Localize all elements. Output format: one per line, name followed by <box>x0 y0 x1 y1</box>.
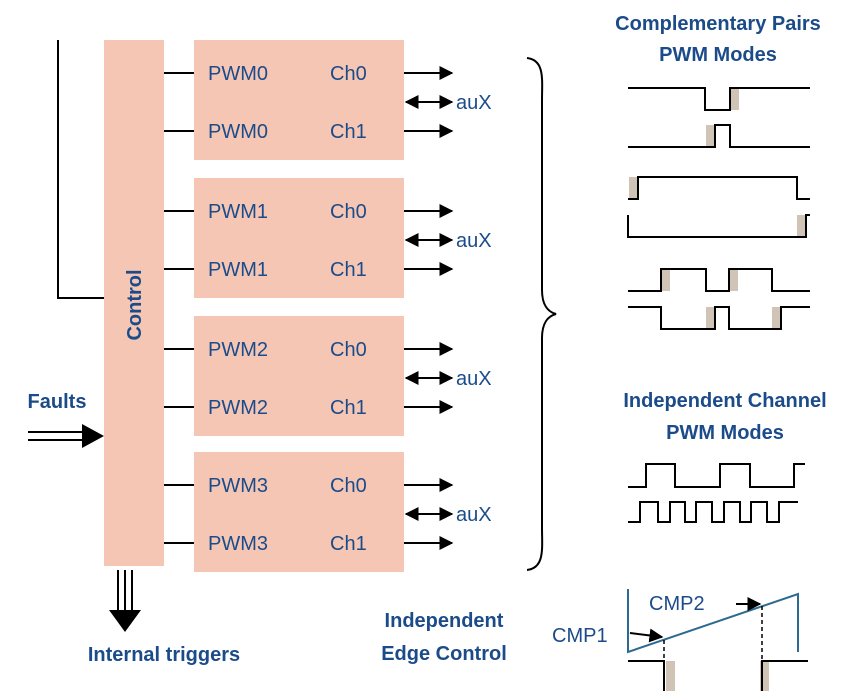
pwm-block-box <box>194 178 404 298</box>
channel-label-ch1: Ch1 <box>330 533 367 555</box>
complementary-waveform-2 <box>627 176 810 238</box>
grouping-brace <box>526 57 557 571</box>
pwm-name-ch1: PWM2 <box>208 397 268 419</box>
faults-label: Faults <box>28 391 87 413</box>
edge-control-title-line-2: Edge Control <box>381 643 507 665</box>
internal-triggers-label: Internal triggers <box>88 644 240 666</box>
independent-waveform-fast-slow <box>628 463 805 523</box>
aux-label: auX <box>456 92 492 114</box>
cmp2-label: CMP2 <box>649 593 705 615</box>
edge-control-title-line-1: Independent <box>385 610 504 632</box>
channel-label-ch1: Ch1 <box>330 397 367 419</box>
pwm-name-ch1: PWM1 <box>208 259 268 281</box>
aux-label: auX <box>456 368 492 390</box>
complementary-waveform-1 <box>628 87 810 148</box>
complementary-title-line-2: PWM Modes <box>659 44 777 66</box>
complementary-title-line-1: Complementary Pairs <box>615 13 821 35</box>
independent-title-line-1: Independent Channel <box>623 390 826 412</box>
feedback-wire <box>57 40 104 299</box>
edge-control-waveform <box>627 589 808 691</box>
pwm-block-box <box>194 316 404 436</box>
channel-label-ch0: Ch0 <box>330 201 367 223</box>
sawtooth-ramp <box>627 589 799 654</box>
channel-label-ch1: Ch1 <box>330 259 367 281</box>
channel-label-ch0: Ch0 <box>330 475 367 497</box>
control-label: Control <box>124 269 146 340</box>
channel-label-ch1: Ch1 <box>330 121 367 143</box>
pwm-block-box <box>194 452 404 572</box>
aux-label: auX <box>456 504 492 526</box>
pwm-name-ch0: PWM3 <box>208 475 268 497</box>
pwm-name-ch0: PWM2 <box>208 339 268 361</box>
faults-arrowhead <box>82 424 104 448</box>
pwm-block-box <box>194 40 404 160</box>
pwm-name-ch0: PWM1 <box>208 201 268 223</box>
control-block <box>104 40 164 566</box>
internal-triggers-arrowhead <box>109 610 141 632</box>
independent-title-line-2: PWM Modes <box>666 422 784 444</box>
pwm-name-ch1: PWM0 <box>208 121 268 143</box>
channel-label-ch0: Ch0 <box>330 339 367 361</box>
aux-label: auX <box>456 230 492 252</box>
cmp1-label: CMP1 <box>552 625 608 647</box>
complementary-waveform-3 <box>628 268 810 330</box>
pwm-name-ch0: PWM0 <box>208 63 268 85</box>
channel-label-ch0: Ch0 <box>330 63 367 85</box>
pwm-name-ch1: PWM3 <box>208 533 268 555</box>
cmp1-arrow <box>629 628 664 643</box>
